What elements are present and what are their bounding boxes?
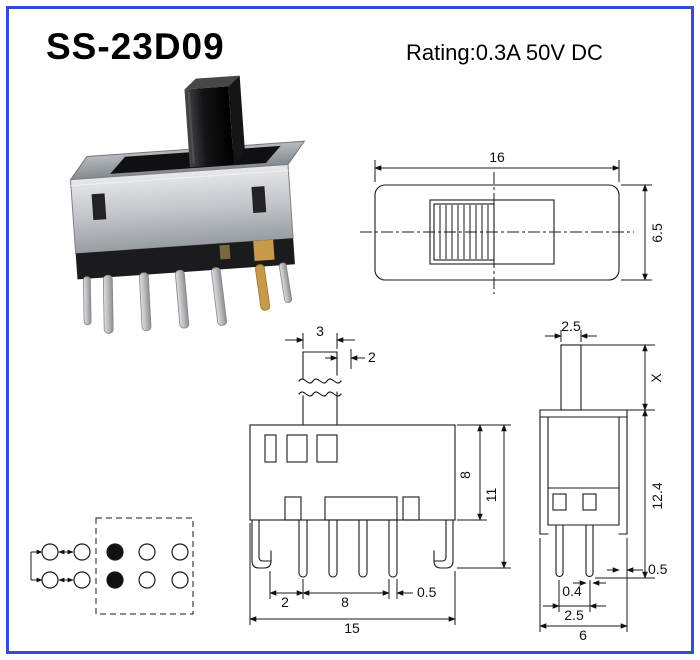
side-pins xyxy=(555,524,594,578)
dim-knob-width: 3 xyxy=(285,323,355,349)
front-pins xyxy=(298,519,398,578)
page-title: SS-23D09 xyxy=(46,26,225,67)
common-terminal-1 xyxy=(106,543,124,561)
dim-label-6.5: 6.5 xyxy=(649,223,665,243)
schematic-terminals-row-1 xyxy=(41,543,189,561)
side-actuator xyxy=(560,344,582,411)
common-terminal-2 xyxy=(106,571,124,589)
dim-label-6: 6 xyxy=(579,627,587,643)
switch-body xyxy=(69,163,295,280)
side-body xyxy=(539,409,628,535)
dim-pin-pitch: 2.5 xyxy=(543,580,606,623)
dim-body-height: 8 xyxy=(457,424,511,521)
dim-pin-thickness: 0.4 xyxy=(562,580,606,599)
dim-label-0.5-wall: 0.5 xyxy=(648,561,668,577)
switch-knob xyxy=(184,75,245,168)
dim-pin-width: 0.5 xyxy=(396,584,437,600)
side-view-drawing: 2.5 X 12.4 xyxy=(539,318,668,643)
top-view-drawing: 16 6.5 xyxy=(360,149,665,294)
dim-label-0.4: 0.4 xyxy=(562,583,582,599)
dim-label-8-span: 8 xyxy=(341,594,349,610)
front-mount-legs xyxy=(251,519,454,569)
dim-label-2-travel: 2 xyxy=(368,349,376,365)
dim-knob-depth: 2.5 xyxy=(545,318,597,342)
dim-overall-width: 15 xyxy=(249,523,456,636)
dim-label-2-offset: 2 xyxy=(281,594,289,610)
dim-cover-thickness: 0.5 xyxy=(607,561,668,577)
dim-label-8-height: 8 xyxy=(457,471,473,479)
front-view-drawing: 3 2 xyxy=(249,323,511,636)
schematic-dashed-box xyxy=(95,517,194,615)
dim-label-16: 16 xyxy=(489,149,505,165)
dim-knob-height-x: X xyxy=(581,344,664,411)
dim-label-15: 15 xyxy=(344,620,360,636)
rating-text: Rating:0.3A 50V DC xyxy=(406,40,603,65)
dim-label-2.5-pitch: 2.5 xyxy=(564,607,584,623)
dim-knob-travel: 2 xyxy=(325,349,376,369)
dim-top-height: 6.5 xyxy=(621,184,665,281)
dim-label-x: X xyxy=(648,373,664,383)
dim-side-overall-height: 12.4 xyxy=(595,409,665,579)
front-actuator xyxy=(298,351,342,426)
dim-label-0.5-pin: 0.5 xyxy=(417,584,437,600)
dim-label-11: 11 xyxy=(483,488,499,503)
schematic-terminals-row-2 xyxy=(41,571,189,589)
top-view-centerlines xyxy=(360,172,634,294)
dim-overall-height: 11 xyxy=(457,424,511,569)
switch-pins xyxy=(82,262,293,334)
top-view-body-outline xyxy=(374,184,620,281)
schematic-slide-arrows xyxy=(30,549,74,583)
dim-top-width: 16 xyxy=(374,149,620,182)
dim-pin-offset: 2 xyxy=(269,571,398,610)
product-photo xyxy=(69,75,306,334)
front-body xyxy=(249,424,456,521)
dim-pin-span: 8 xyxy=(302,590,390,610)
dim-label-3: 3 xyxy=(316,323,324,339)
terminal-schematic xyxy=(30,517,194,615)
dim-overall-depth: 6 xyxy=(539,538,628,643)
dim-label-2.5-knob: 2.5 xyxy=(561,318,581,334)
dim-label-12.4: 12.4 xyxy=(649,482,665,509)
top-view-knob-hatch xyxy=(433,203,495,261)
